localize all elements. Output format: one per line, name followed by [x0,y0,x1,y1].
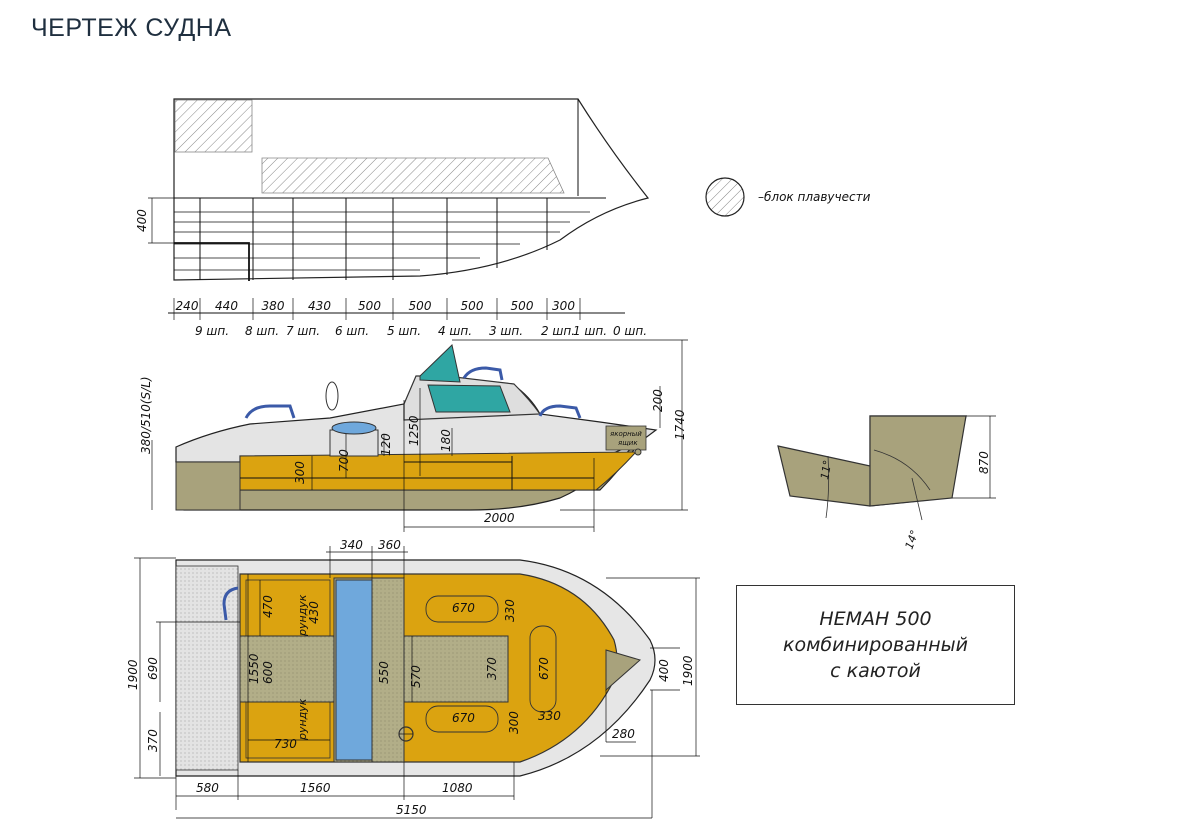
dim-670-b: 670 [537,657,551,680]
spacing-dim: 300 [552,299,575,313]
dim-690: 690 [146,657,160,680]
frames-view: 400 240 440 380 430 500 500 500 500 300 9 шп. 8 ш… [135,98,650,338]
dim-670-a: 670 [452,601,475,615]
locker-label: рундук [296,594,309,637]
dim-580: 580 [196,781,219,795]
dim-120: 120 [379,433,393,456]
dim-1550: 1550 [247,653,261,684]
frame-label: 9 шп. [195,324,229,338]
dim-670-c: 670 [452,711,475,725]
dim-400: 400 [657,659,671,682]
spacing-dim: 440 [215,299,238,313]
dim-550: 550 [377,661,391,684]
spacing-dim: 240 [176,299,199,313]
dim-870: 870 [977,451,991,474]
dim-730: 730 [274,737,297,751]
dim-5150: 5150 [396,803,427,817]
frame-label: 7 шп. [286,324,320,338]
dim-300: 300 [293,461,307,484]
spacing-dim: 500 [461,299,484,313]
anchor-box-label: якорный [610,430,642,438]
dim-330-a: 330 [503,599,517,622]
dim-280: 280 [612,727,635,741]
frame-label: 3 шп. [489,324,523,338]
dim-370-left: 370 [146,729,160,752]
dim-430: 430 [307,601,321,624]
transom-view: 11° 14° 870 [777,415,996,551]
transom-angle-1: 11° [818,459,834,480]
page-title: ЧЕРТЕЖ СУДНА [31,14,232,42]
dim-200: 200 [651,389,665,412]
frame-label: 6 шп. [335,324,369,338]
frame-label: 0 шп. [613,324,647,338]
spacing-dim: 430 [308,299,331,313]
dim-400: 400 [135,209,149,232]
dim-1080: 1080 [442,781,473,795]
spacing-dim: 500 [511,299,534,313]
model-name: НЕМАН 500 [819,608,932,630]
buoyancy-legend-icon [705,177,745,217]
dim-360: 360 [378,538,401,552]
anchor-box-label: ящик [618,439,638,447]
dim-1900-right: 1900 [681,655,695,686]
dim-330-b: 330 [538,709,561,723]
dim-1740: 1740 [673,409,687,440]
dim-370-mid: 370 [485,657,499,680]
spacing-dim: 500 [358,299,381,313]
dim-600: 600 [261,661,275,684]
model-variant: с каютой [830,660,921,682]
buoyancy-block [174,99,253,153]
dim-700: 700 [337,449,351,472]
frame-label: 1 шп. [573,324,607,338]
dim-1900-left: 1900 [126,659,140,690]
dim-1560: 1560 [300,781,331,795]
spacing-dim: 380 [262,299,285,313]
model-type: комбинированный [783,634,968,656]
dim-180: 180 [439,429,453,452]
frame-label: 8 шп. [245,324,279,338]
legend-label: –блок плавучести [758,190,871,204]
dim-380-510: 380/510(S/L) [139,376,153,454]
locker-label: рундук [296,698,309,741]
frame-label: 5 шп. [387,324,421,338]
plan-view: 340 360 1900 690 370 470 1550 600 рундук… [126,538,700,819]
dim-570: 570 [409,665,423,688]
buoyancy-block [261,157,565,194]
dim-300: 300 [507,711,521,734]
dim-2000: 2000 [484,511,515,525]
dim-470: 470 [261,595,275,618]
dim-340: 340 [340,538,363,552]
model-nameplate: НЕМАН 500 комбинированный с каютой [736,585,1015,705]
frame-label: 4 шп. [438,324,472,338]
dim-1250: 1250 [407,415,421,446]
side-view: якорный ящик 380/510(S/L) 2000 1250 180 … [139,339,688,532]
legend: –блок плавучести [705,177,871,217]
spacing-dim: 500 [409,299,432,313]
frame-label: 2 шп. [541,324,575,338]
transom-angle-2: 14° [903,528,922,551]
